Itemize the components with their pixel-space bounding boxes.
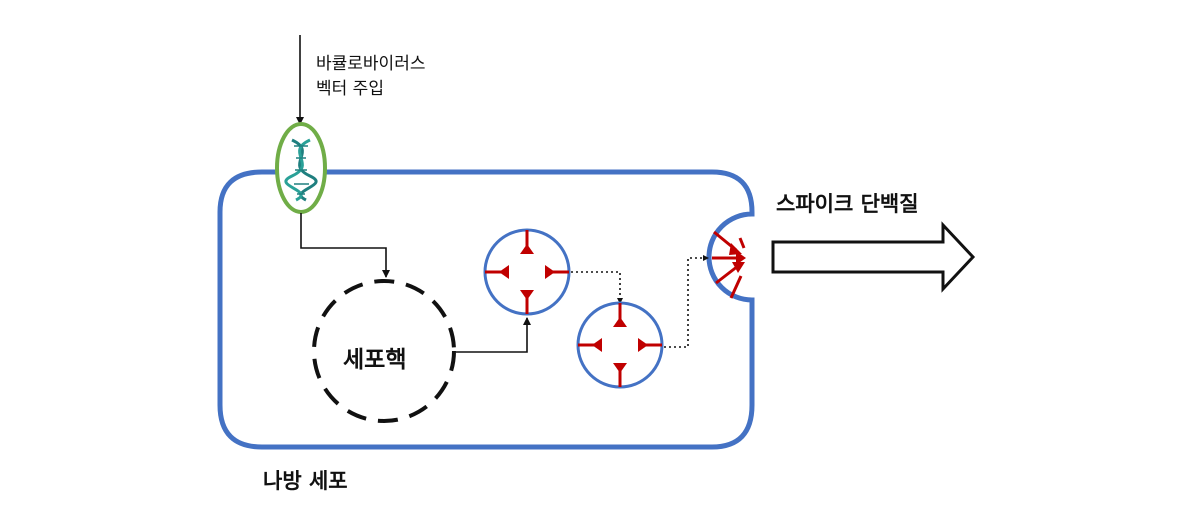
vesicle-1 bbox=[483, 228, 571, 316]
spike-protein-icon bbox=[578, 303, 662, 387]
vesicle-2 bbox=[576, 301, 664, 389]
secretion-arrow bbox=[771, 221, 976, 293]
vesicle-transport-arrow-2 bbox=[664, 255, 709, 348]
membrane-spike-icon bbox=[712, 230, 746, 299]
nucleus bbox=[312, 279, 456, 423]
virus-to-nucleus-arrow bbox=[300, 213, 390, 278]
cell-membrane bbox=[217, 169, 755, 450]
nucleus-to-vesicle-arrow bbox=[456, 317, 531, 353]
nucleus-label: 세포핵 bbox=[343, 347, 407, 373]
cell-label: 나방 세포 bbox=[263, 469, 348, 493]
vector-label-line2: 벡터 주입 bbox=[316, 79, 384, 99]
spike-protein-icon bbox=[485, 230, 569, 314]
vesicle-transport-arrow-1 bbox=[571, 271, 623, 304]
spike-protein-label: 스파이크 단백질 bbox=[776, 192, 919, 216]
dna-icon bbox=[284, 138, 318, 202]
vector-label-line1: 바큘로바이러스 bbox=[316, 54, 426, 74]
vector-injection-label: 바큘로바이러스 벡터 주입 bbox=[316, 52, 425, 102]
baculovirus-vector bbox=[275, 122, 327, 214]
